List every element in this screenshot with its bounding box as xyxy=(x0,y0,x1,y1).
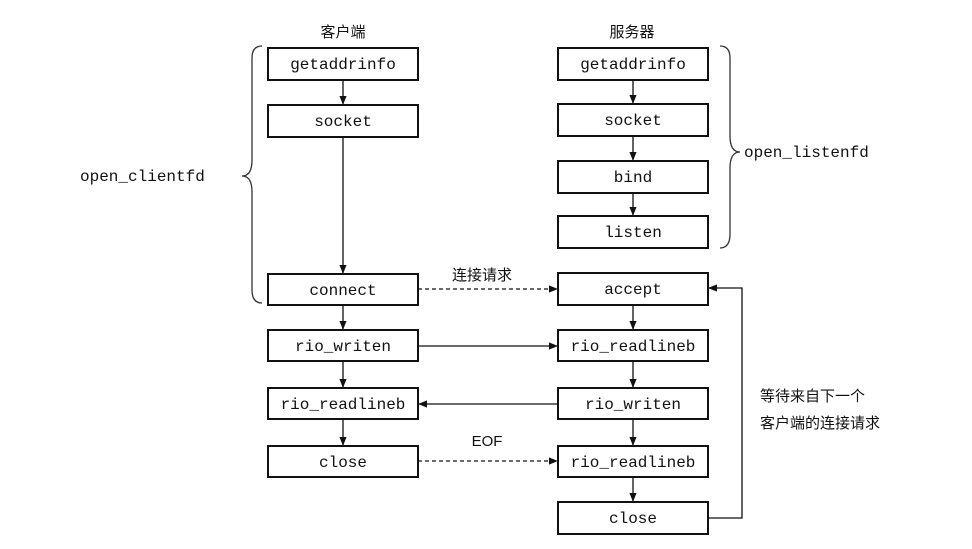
server-listen-label: listen xyxy=(604,224,662,242)
open-listenfd-brace xyxy=(719,45,741,249)
server-bind-box: bind xyxy=(557,160,709,194)
server-close-box: close xyxy=(557,501,709,535)
server-rio-readlineb-1-label: rio_readlineb xyxy=(571,338,696,356)
open-listenfd-label: open_listenfd xyxy=(744,144,869,162)
server-getaddrinfo-box: getaddrinfo xyxy=(557,47,709,81)
client-rio-writen-label: rio_writen xyxy=(295,338,391,356)
client-header: 客户端 xyxy=(320,23,365,41)
server-rio-readlineb-2-box: rio_readlineb xyxy=(557,445,709,478)
server-socket-box: socket xyxy=(557,103,709,137)
client-getaddrinfo-label: getaddrinfo xyxy=(290,56,396,74)
eof-label: EOF xyxy=(472,433,503,450)
client-rio-writen-box: rio_writen xyxy=(267,329,419,362)
arrow-loop-close-to-accept xyxy=(708,284,743,519)
client-socket-label: socket xyxy=(314,113,372,131)
server-socket-label: socket xyxy=(604,112,662,130)
connection-request-label: 连接请求 xyxy=(452,266,512,284)
wait-next-client-line1: 等待来自下一个 xyxy=(760,387,865,405)
open-clientfd-label: open_clientfd xyxy=(80,168,205,186)
wait-next-client-line2: 客户端的连接请求 xyxy=(760,414,880,432)
server-bind-label: bind xyxy=(614,169,652,187)
client-socket-box: socket xyxy=(267,104,419,138)
client-close-box: close xyxy=(267,445,419,478)
server-rio-writen-label: rio_writen xyxy=(585,396,681,414)
server-accept-box: accept xyxy=(557,272,709,306)
server-accept-label: accept xyxy=(604,281,662,299)
client-rio-readlineb-box: rio_readlineb xyxy=(267,387,419,420)
server-listen-box: listen xyxy=(557,215,709,249)
server-rio-readlineb-2-label: rio_readlineb xyxy=(571,454,696,472)
server-getaddrinfo-label: getaddrinfo xyxy=(580,56,686,74)
client-rio-readlineb-label: rio_readlineb xyxy=(281,396,406,414)
server-rio-readlineb-1-box: rio_readlineb xyxy=(557,329,709,362)
client-connect-box: connect xyxy=(267,273,419,306)
client-getaddrinfo-box: getaddrinfo xyxy=(267,47,419,81)
client-connect-label: connect xyxy=(309,282,376,300)
server-close-label: close xyxy=(609,510,657,528)
open-clientfd-brace xyxy=(241,45,263,304)
server-header: 服务器 xyxy=(609,23,654,41)
client-close-label: close xyxy=(319,454,367,472)
server-rio-writen-box: rio_writen xyxy=(557,387,709,420)
